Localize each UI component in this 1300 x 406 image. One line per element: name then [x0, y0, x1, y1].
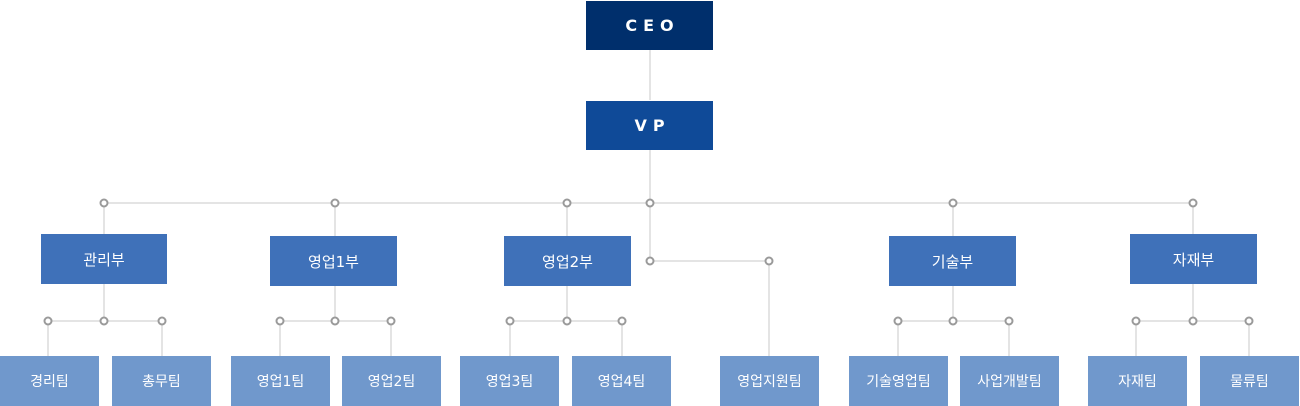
- team-sales-4: 영업4팀: [572, 356, 671, 406]
- dept-sales-2: 영업2부: [504, 236, 631, 286]
- team-sales-1: 영업1팀: [231, 356, 330, 406]
- team-logistics: 물류팀: [1200, 356, 1299, 406]
- dept-sales-1: 영업1부: [270, 236, 397, 286]
- team-sales-2: 영업2팀: [342, 356, 441, 406]
- team-tech-sales: 기술영업팀: [849, 356, 948, 406]
- team-materials: 자재팀: [1088, 356, 1187, 406]
- team-business-development: 사업개발팀: [960, 356, 1059, 406]
- dept-materials: 자재부: [1130, 234, 1257, 284]
- team-general-affairs: 총무팀: [112, 356, 211, 406]
- connector-dots: [43, 198, 1254, 326]
- team-sales-support: 영업지원팀: [720, 356, 819, 406]
- dept-management: 관리부: [41, 234, 167, 284]
- team-accounting: 경리팀: [0, 356, 99, 406]
- ceo-box: CEO: [586, 1, 713, 50]
- vp-box: VP: [586, 101, 713, 150]
- dept-engineering: 기술부: [889, 236, 1016, 286]
- team-sales-3: 영업3팀: [460, 356, 559, 406]
